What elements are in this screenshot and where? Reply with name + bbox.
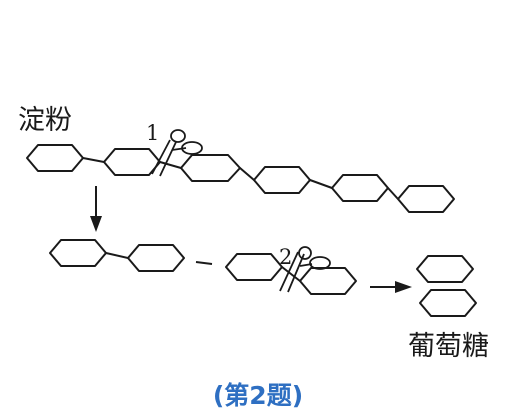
glycosidic-bond bbox=[105, 252, 129, 259]
chain-ring bbox=[225, 253, 283, 281]
chain-ring bbox=[180, 154, 241, 182]
chain-ring bbox=[397, 185, 455, 213]
cut-label-2: 2 bbox=[279, 245, 292, 269]
glycosidic-bond bbox=[387, 187, 399, 200]
chain-ring bbox=[127, 244, 185, 272]
down-arrow bbox=[90, 186, 102, 232]
starch-label: 淀粉 bbox=[18, 105, 72, 136]
chain-ring bbox=[253, 166, 311, 194]
glucose-label: 葡萄糖 bbox=[408, 331, 489, 362]
glycosidic-bond bbox=[239, 167, 255, 181]
chain-ring bbox=[49, 239, 107, 267]
glucose-molecules bbox=[416, 255, 477, 317]
partial-chain bbox=[49, 239, 357, 295]
glycosidic-bond bbox=[159, 161, 182, 169]
chain-ring bbox=[103, 148, 161, 176]
caption-suffix: 题 bbox=[267, 381, 292, 410]
chain-ring bbox=[331, 174, 389, 202]
caption-prefix: 第 bbox=[224, 381, 249, 410]
glycosidic-bond bbox=[309, 179, 333, 189]
caption-open: ( bbox=[213, 381, 224, 410]
cut-label-1: 1 bbox=[146, 121, 159, 145]
glycosidic-bond bbox=[281, 266, 301, 282]
scissors-icon bbox=[151, 129, 203, 177]
caption-close: ) bbox=[292, 381, 303, 410]
scissors-icon bbox=[279, 246, 331, 293]
right-arrow bbox=[370, 281, 412, 293]
glycosidic-bond bbox=[82, 157, 105, 163]
glucose-ring bbox=[416, 255, 474, 283]
starch-chain bbox=[26, 144, 455, 213]
caption-number: 2 bbox=[249, 381, 266, 410]
chain-ring bbox=[299, 267, 357, 295]
glucose-ring bbox=[419, 289, 477, 317]
omitted-links bbox=[195, 261, 213, 265]
figure-caption: (第2题) bbox=[213, 381, 303, 410]
chain-ring bbox=[26, 144, 84, 172]
